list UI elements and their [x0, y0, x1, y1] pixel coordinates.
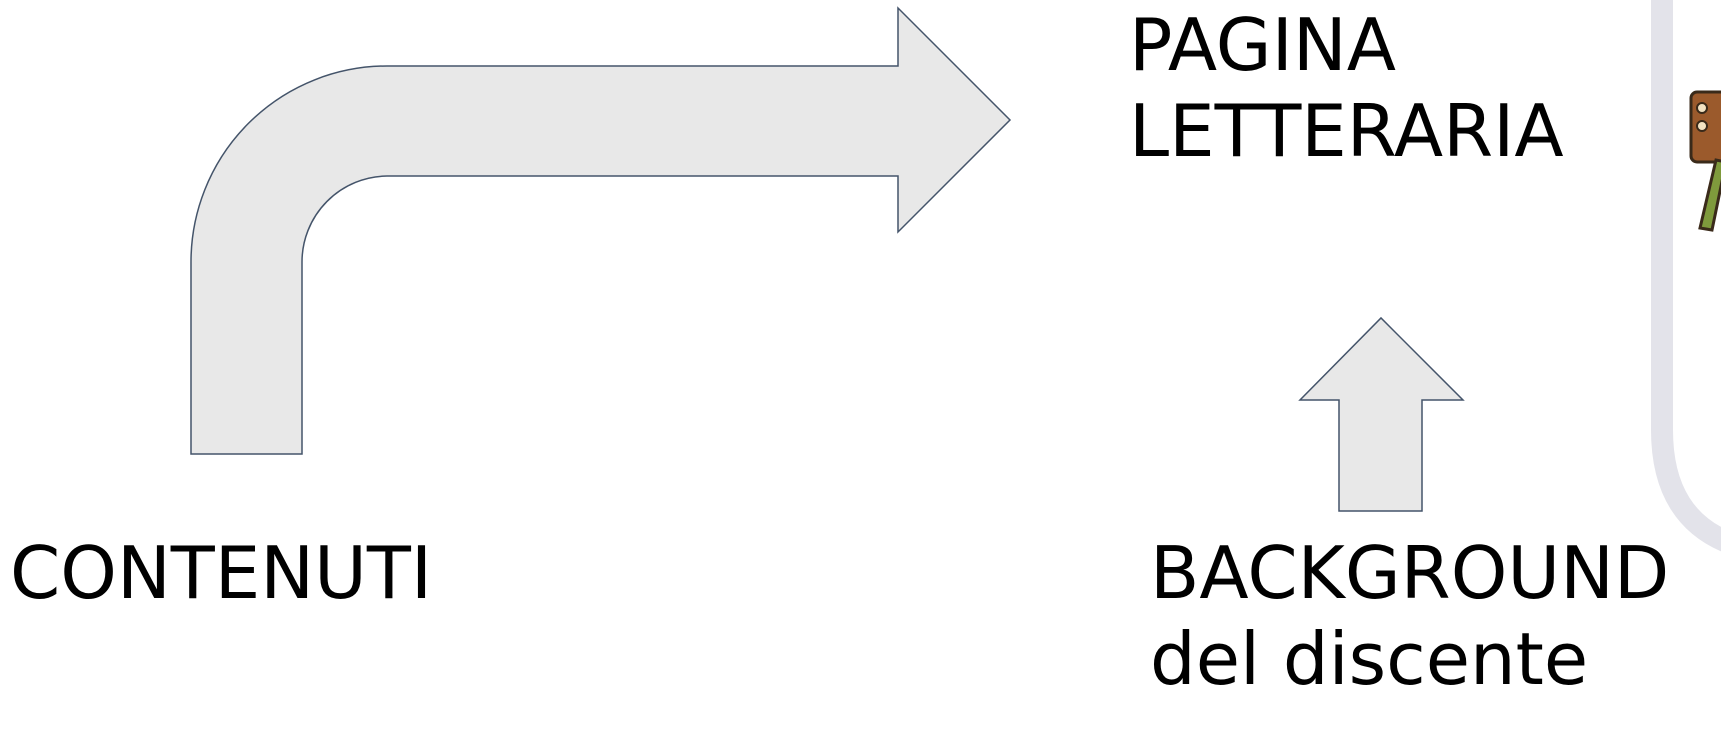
decorative-panel-border: [1651, 0, 1721, 552]
node-background-line-1: BACKGROUND: [1150, 531, 1670, 615]
node-pagina-letteraria: PAGINA LETTERARIA: [1129, 2, 1564, 175]
node-background-discente: BACKGROUND del discente: [1150, 530, 1669, 703]
node-pagina-letteraria-line-2: LETTERARIA: [1129, 89, 1564, 174]
node-contenuti: CONTENUTI: [10, 531, 433, 615]
cartoon-figure-icon: [1689, 90, 1721, 232]
up-arrow-background-to-pagina: [1298, 316, 1465, 512]
node-background-line-2: del discente: [1150, 617, 1589, 702]
node-pagina-letteraria-line-1: PAGINA: [1129, 3, 1396, 87]
bent-arrow-contenuti-to-pagina: [190, 6, 1012, 455]
